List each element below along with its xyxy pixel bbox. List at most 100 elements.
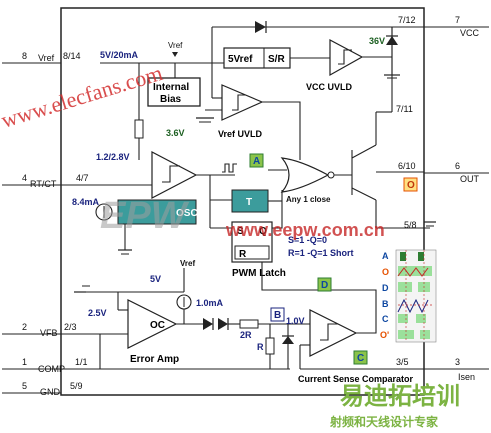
sr-label: S/R [268,54,285,65]
pin-inner: 6/10 [398,161,416,171]
pin-isen: 3 Isen 3/5 [396,357,489,382]
output-or-gate [280,157,330,193]
pin-vfb: 2 VFB 2/3 [2,322,77,338]
pin-num: 4 [22,173,27,183]
marker-b: B [270,307,285,322]
truth-line-2: R=1 -Q=1 Short [288,248,354,258]
pin-num: 7 [455,15,460,25]
pwm-latch-label: PWM Latch [232,268,286,279]
timing-label-o2: O' [380,330,389,340]
divider-r [265,337,275,355]
vcc-uvlo-label: VCC UVLD [306,82,353,92]
svg-text:D: D [321,280,328,291]
marker-c: C [353,350,368,365]
vref-top-label: Vref [168,41,183,50]
marker-o: O [403,177,418,192]
timing-label-b: B [382,299,389,309]
pin-name: VCC [460,28,480,38]
bias-label-1: Internal [153,82,189,93]
timing-label-d: D [382,283,389,293]
bias-current-label: 1.0mA [196,298,224,308]
watermark-brand: 易迪拓培训 [340,382,460,410]
osc-box [117,199,197,225]
pin-name: Vref [38,53,55,63]
ref-label: 5Vref [228,54,253,65]
error-amp [127,299,178,349]
pin-inner: 3/5 [396,357,409,367]
inner-pin-711: 7/11 [396,104,413,114]
osc-comparator [151,151,198,199]
pin-out: 6 OUT 6/10 [398,161,489,184]
vref-resistor [134,119,144,139]
pin-name: Isen [458,372,475,382]
latch-q: Q [259,226,267,237]
pin-inner: 5/9 [70,381,83,391]
error-amp-label: Error Amp [130,354,179,365]
svg-text:C: C [357,353,364,364]
level-shift-diode-2 [218,318,228,330]
pin-inner: 4/7 [76,173,89,183]
level-shift-diode-1 [203,318,213,330]
pin-num: 8 [22,51,27,61]
vref-uvlo-comparator [221,84,264,121]
oc-label: OC [150,320,165,331]
latch-s: S [237,226,244,237]
pin-vref: 8 Vref 8/14 [2,51,81,64]
pin-name: RT/CT [30,179,57,189]
pin-gnd: 5 GND 5/9 [2,381,83,397]
pin-vcc: 7 VCC 7/12 [398,15,489,38]
pin-inner: 2/3 [64,322,77,332]
vref-mid-label: Vref [180,259,195,268]
watermark-brand-sub: 射频和天线设计专家 [329,414,439,429]
svg-text:B: B [274,310,281,321]
or-gate-caption: Any 1 close [286,195,331,204]
csc-label: Current Sense Comparator [298,374,414,384]
vref-uvlo-label: Vref UVLD [218,129,263,139]
marker-a: A [249,153,264,168]
svg-text:O: O [407,180,415,191]
pin-name: COMP [38,364,65,374]
inner-pin-58: 5/8 [404,220,417,230]
svg-text:A: A [253,156,260,167]
pin-comp: 1 COMP 1/1 [2,357,88,374]
discharge-current-label: 8.4mA [72,197,100,207]
divider-r-label: R [257,342,264,352]
err-ref-5v: 5V [150,274,161,284]
vcc-diode [255,21,266,33]
pin-inner: 7/12 [398,15,416,25]
pin-num: 2 [22,322,27,332]
toggle-label: T [246,197,252,208]
latch-r: R [239,249,247,260]
watermark-epw: EPW [100,195,190,237]
pin-num: 3 [455,357,460,367]
timing-diagram: A O D B C O' [380,249,437,343]
pin-name: GND [40,387,61,397]
pin-num: 5 [22,381,27,391]
ref-current-label: 5V/20mA [100,50,139,60]
divider-2r [239,319,259,329]
pin-rtct: 4 RT/CT 4/7 [2,173,89,189]
internal-bias-box [147,77,201,107]
bias-label-2: Bias [160,94,182,105]
timing-label-o: O [382,267,389,277]
marker-d: D [317,277,332,292]
osc-label: OSC [176,208,198,219]
current-sense-comparator [309,309,358,357]
err-ref-25v: 2.5V [88,308,107,318]
pin-inner: 1/1 [75,357,88,367]
pin-num: 1 [22,357,27,367]
timing-label-c: C [382,314,389,324]
pin-inner: 8/14 [63,51,81,61]
truth-line-1: S=1 -Q=0 [288,235,327,245]
zener-label: 36V [369,36,385,46]
pin-num: 6 [455,161,460,171]
clamp-zener [282,336,294,344]
osc-threshold-label: 1.2/2.8V [96,152,130,162]
pin-name: OUT [460,174,480,184]
watermark-eepw: www.eepw.com.cn [225,220,385,240]
vref-uvlo-threshold: 3.6V [166,128,185,138]
divider-2r-label: 2R [240,330,252,340]
pin-name: VFB [40,328,58,338]
timing-label-a: A [382,251,389,261]
